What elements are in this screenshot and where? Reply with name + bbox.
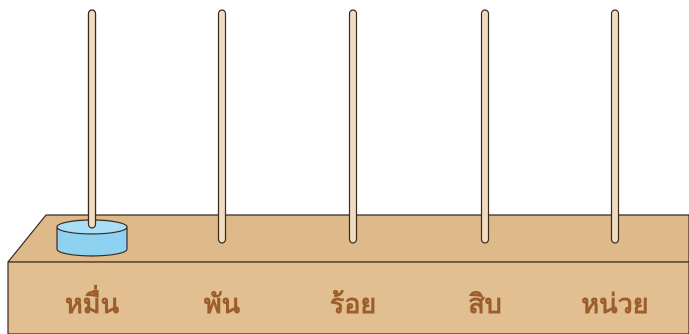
place-label-thousands: พัน — [204, 289, 241, 320]
rod-hundreds — [350, 10, 357, 243]
rod-ones — [612, 10, 619, 243]
place-label-ten-thousands: หมื่น — [65, 284, 120, 320]
place-label-ones: หน่วย — [581, 289, 648, 320]
rod-thousands — [219, 10, 226, 243]
place-label-tens: สิบ — [468, 289, 502, 320]
rod-ten-thousands-upper — [89, 10, 96, 228]
place-label-hundreds: ร้อย — [330, 289, 377, 320]
rods — [89, 10, 619, 243]
rod-tens — [482, 10, 489, 243]
